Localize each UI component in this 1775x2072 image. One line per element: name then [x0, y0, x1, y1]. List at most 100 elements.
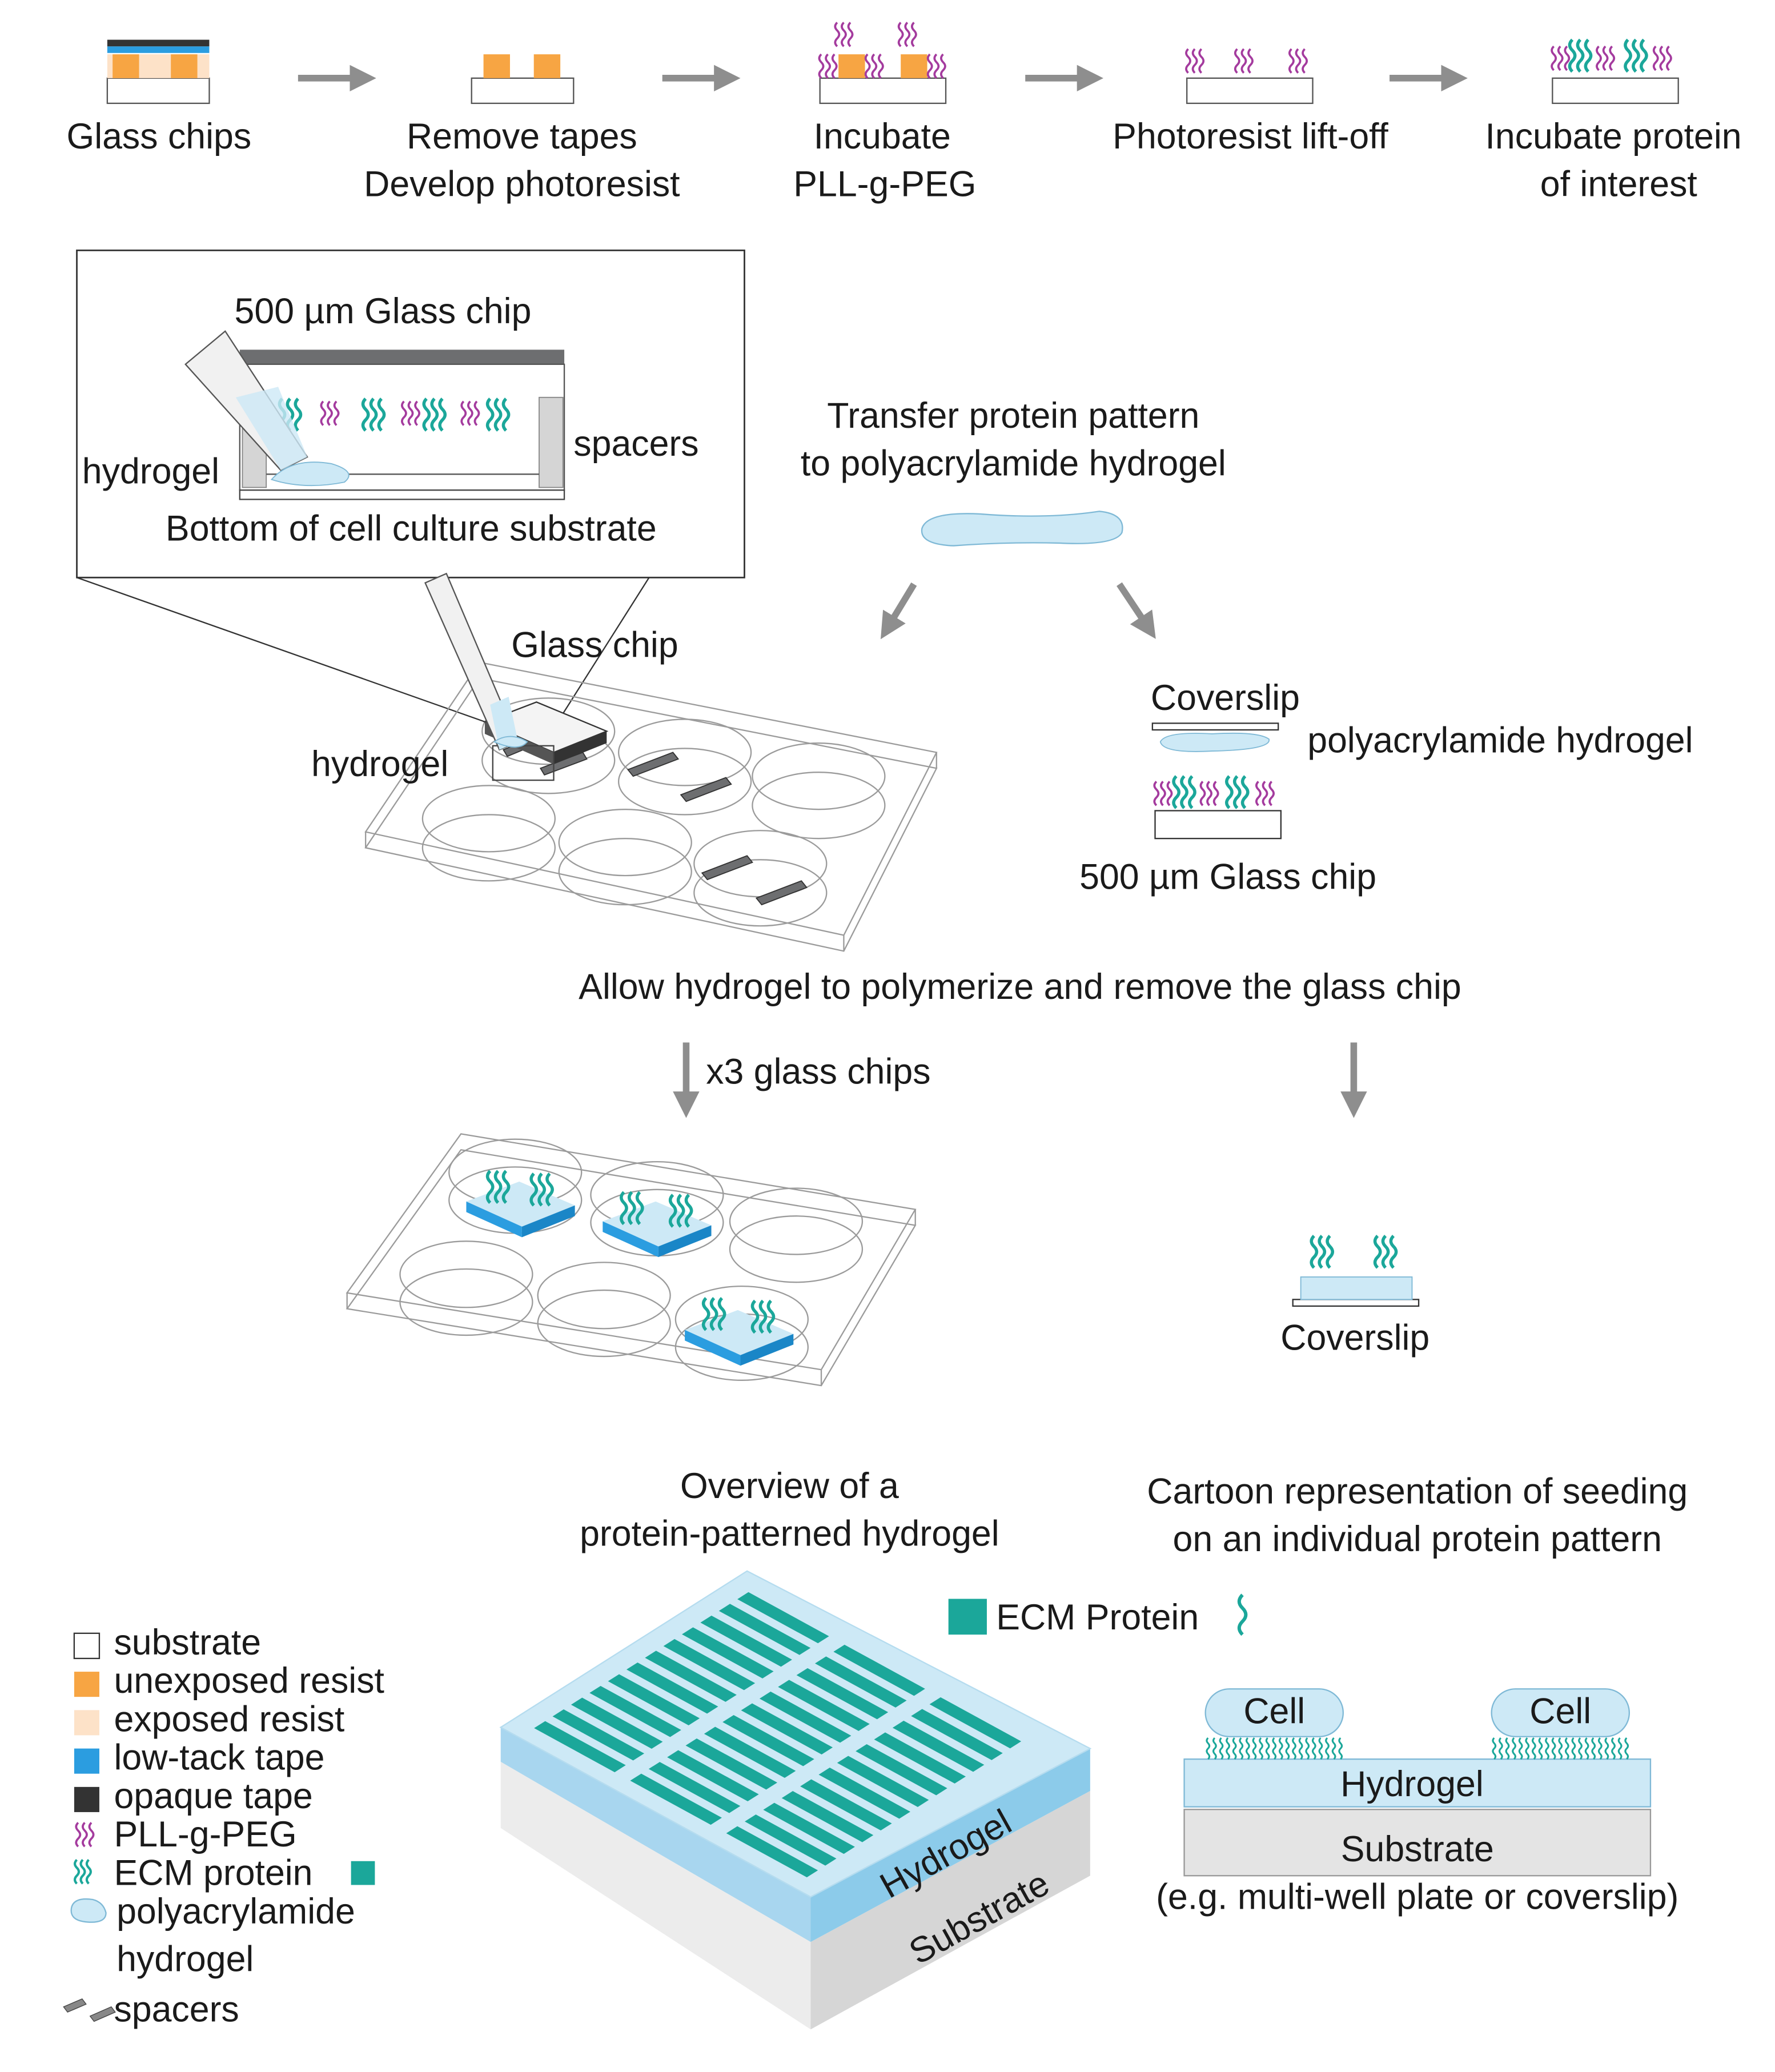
ecm-fringe [1505, 1737, 1510, 1760]
step3-label-line2: PLL-g-PEG [793, 164, 977, 204]
ecm-stripe [745, 1814, 837, 1866]
ecm-stripe [630, 1773, 722, 1825]
ecm-fringe [1578, 1737, 1583, 1760]
ecm-fringe [1338, 1737, 1343, 1760]
ecm-fringe [1499, 1737, 1503, 1760]
overview-title-line1: Overview of a [680, 1466, 899, 1507]
ecm-fringe [1252, 1737, 1257, 1760]
split-arrow-left [880, 582, 917, 640]
ecm-legend-icon [948, 1593, 1248, 1636]
ecm-stripe [534, 1721, 626, 1773]
inset-spacers-label: spacers [573, 424, 699, 464]
ecm-stripe [685, 1738, 778, 1790]
ecm-stripe [796, 1668, 889, 1720]
ecm-stripe [892, 1720, 985, 1772]
legend-low-tack-tape: low-tack tape [114, 1738, 325, 1778]
ecm-stripe [741, 1703, 833, 1754]
spacers-icon [63, 1998, 116, 2022]
pll-g-peg-icon [76, 1822, 93, 1846]
ecm-stripe [759, 1691, 852, 1743]
plate-glass-chip [424, 572, 609, 781]
ecm-stripe [911, 1709, 1003, 1760]
ecm-fringe [1558, 1737, 1563, 1760]
well-plate-top [364, 661, 938, 952]
cartoon-title-line1: Cartoon representation of seeding [1147, 1471, 1688, 1512]
ecm-stripe [726, 1826, 818, 1878]
ecm-fringe [1239, 1737, 1244, 1760]
inset-bottom-label: Bottom of cell culture substrate [165, 508, 657, 549]
x3-glass-chips-label: x3 glass chips [706, 1051, 931, 1092]
cartoon-diagram [1183, 1688, 1652, 1877]
transfer-coverslip-label: Coverslip [1150, 678, 1300, 718]
transfer-label-line1: Transfer protein pattern [827, 396, 1200, 436]
ecm-stripe [663, 1639, 756, 1690]
transfer-hydrogel-label: polyacrylamide hydrogel [1307, 720, 1693, 761]
ecm-stripe [589, 1685, 681, 1737]
ecm-fringe [1611, 1737, 1616, 1760]
ecm-stripe [700, 1615, 792, 1667]
legend-polyacrylamide: polyacrylamide [117, 1892, 355, 1932]
ecm-square-icon [351, 1861, 375, 1885]
ecm-fringe [1624, 1737, 1629, 1760]
ecm-stripe [778, 1680, 870, 1731]
ecm-fringe [1331, 1737, 1336, 1760]
ecm-stripe [571, 1697, 663, 1749]
ecm-fringe [1298, 1737, 1303, 1760]
step2-chip-diagram [471, 54, 575, 105]
overview-ecm-stripes [534, 1592, 1022, 1878]
plate-glass-chip-label: Glass chip [511, 625, 678, 665]
legend-unexposed-resist: unexposed resist [114, 1661, 384, 1701]
ecm-fringe [1259, 1737, 1263, 1760]
step2-label-line2: Develop photoresist [364, 164, 680, 204]
step3-label-line1: Incubate [813, 117, 951, 156]
ecm-fringe [1219, 1737, 1224, 1760]
hydrogel-icon [70, 1898, 107, 1923]
overview-title-line2: protein-patterned hydrogel [580, 1514, 999, 1554]
legend-exposed-resist: exposed resist [114, 1699, 345, 1740]
ecm-stripe [763, 1802, 855, 1854]
ecm-stripe [608, 1674, 700, 1725]
ecm-stripe [718, 1604, 811, 1655]
ecm-fringe [1206, 1737, 1211, 1760]
cell-label-2: Cell [1529, 1691, 1592, 1732]
legend-substrate: substrate [114, 1623, 262, 1663]
legend-spacers: spacers [114, 1989, 239, 2030]
ecm-fringe [1265, 1737, 1270, 1760]
ecm-fringe [1518, 1737, 1523, 1760]
ecm-stripe [856, 1744, 947, 1796]
legend-ecm-protein: ECM protein [114, 1853, 313, 1893]
ecm-fringe [1512, 1737, 1516, 1760]
ecm-stripe [626, 1662, 718, 1714]
ecm-stripe [552, 1709, 645, 1761]
unexposed-resist-swatch [74, 1672, 99, 1697]
ecm-stripe [781, 1791, 874, 1842]
low-tack-tape-swatch [74, 1748, 99, 1774]
step2-label-line1: Remove tapes [406, 117, 637, 156]
transfer-chip-label: 500 µm Glass chip [1079, 857, 1377, 897]
ecm-fringe [1538, 1737, 1543, 1760]
inset-diagram [76, 249, 745, 725]
plate-spacers [503, 736, 808, 906]
cartoon-substrate-label: Substrate [1340, 1829, 1494, 1869]
coverslip-result-label: Coverslip [1280, 1318, 1430, 1358]
ecm-fringe [1565, 1737, 1569, 1760]
ecm-fringe [1492, 1737, 1497, 1760]
ecm-fringe [1212, 1737, 1217, 1760]
ecm-stripe [814, 1656, 907, 1708]
inset-chip-label: 500 µm Glass chip [234, 291, 532, 331]
ecm-fringe [1584, 1737, 1589, 1760]
plate-hydrogel-label: hydrogel [311, 744, 449, 785]
ecm-fringe [1591, 1737, 1596, 1760]
ecm-stripe [682, 1627, 774, 1679]
ecm-fringe [1617, 1737, 1623, 1760]
ecm-legend-label: ECM Protein [996, 1597, 1199, 1637]
ecm-stripe [737, 1592, 829, 1644]
ecm-fringe [1551, 1737, 1556, 1760]
cartoon-substrate-note: (e.g. multi-well plate or coverslip) [1156, 1877, 1679, 1917]
legend-hydrogel: hydrogel [117, 1939, 254, 1979]
cartoon-hydrogel-label: Hydrogel [1340, 1764, 1484, 1805]
ecm-fringe [1598, 1737, 1603, 1760]
ecm-fringe [1272, 1737, 1277, 1760]
ecm-fringe [1325, 1737, 1330, 1760]
step3-chip-diagram [819, 22, 947, 105]
